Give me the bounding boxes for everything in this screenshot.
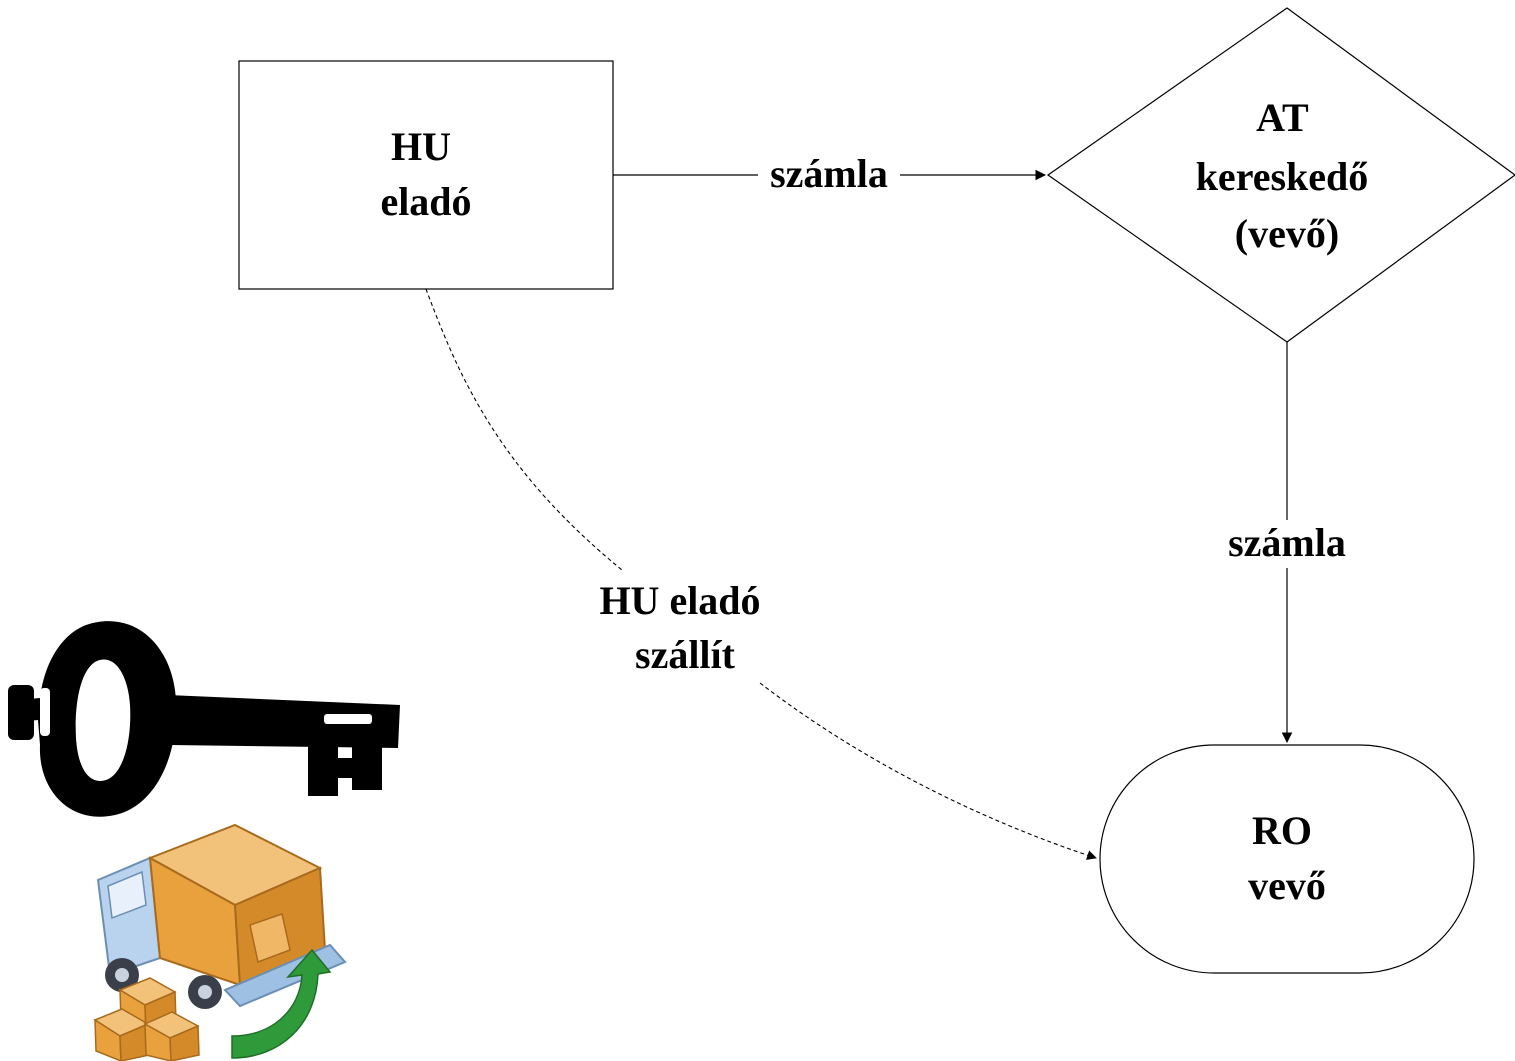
edge-label-seller-to-buyer: HU eladó szállít [599,578,770,677]
edge-label-background [758,152,900,198]
key-icon [8,621,400,817]
edge-dashed-line-upper [425,288,623,571]
edge-label-line-1: HU eladó [599,578,760,623]
edge-seller-to-trader: számla [613,151,1047,198]
edge-label-seller-to-trader: számla [770,151,888,196]
delivery-truck-icon [93,823,347,1061]
edge-seller-to-buyer: HU eladó szállít [425,288,1097,860]
edge-label-line-2: szállít [635,632,736,677]
edge-trader-to-buyer: számla [1213,342,1361,744]
node-ro-buyer: RO vevő [1099,744,1475,974]
node-label-line-1: HU [391,124,451,169]
edge-label-trader-to-buyer: számla [1228,520,1346,565]
node-label: RO vevő [1248,808,1326,908]
node-label-line-1: RO [1252,808,1312,853]
node-label-line-3: (vevő) [1235,211,1339,256]
node-at-trader: AT kereskedő (vevő) [1046,7,1515,343]
edge-label-background [1213,520,1361,568]
rectangle-shape [238,60,614,290]
diamond-shape [1046,7,1515,343]
node-label: HU eladó [380,124,471,224]
node-hu-seller: HU eladó [238,60,614,290]
node-label-line-2: vevő [1248,863,1326,908]
rounded-shape [1099,744,1475,974]
node-label-line-1: AT [1256,95,1309,140]
node-label-line-2: eladó [380,179,471,224]
node-label-line-2: kereskedő [1196,154,1369,199]
edge-dashed-line-lower [759,682,1097,860]
node-label: AT kereskedő (vevő) [1196,95,1379,256]
